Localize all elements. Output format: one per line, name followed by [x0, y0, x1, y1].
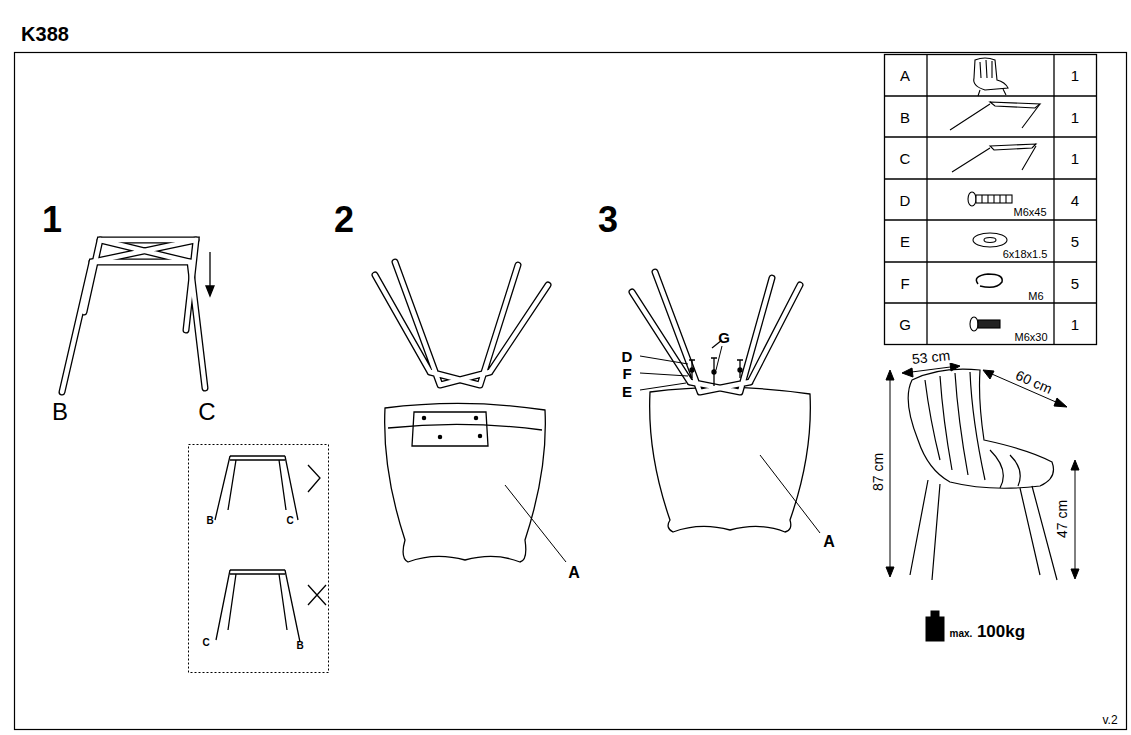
step-number: 2 — [334, 202, 354, 238]
table-cell: A — [900, 68, 910, 83]
part-letter: F — [622, 366, 631, 381]
table-cell: D — [900, 192, 911, 207]
step-number: 3 — [598, 202, 618, 238]
table-cell: 6x18x1.5 — [1003, 249, 1048, 260]
dimension: 53 cm — [909, 347, 953, 367]
table-cell: 1 — [1071, 151, 1079, 166]
part-letter: B — [296, 641, 303, 651]
step-number: 1 — [42, 202, 62, 238]
part-letter: B — [206, 516, 213, 526]
table-cell: 5 — [1071, 234, 1079, 249]
part-letter: A — [568, 565, 580, 581]
table-cell: 1 — [1071, 68, 1079, 83]
table-cell: 1 — [1071, 317, 1079, 332]
table-cell: M6x45 — [1013, 207, 1046, 218]
part-letter: A — [823, 534, 835, 550]
dimension: 60 cm — [1012, 366, 1057, 398]
table-cell: G — [899, 317, 911, 332]
table-cell: E — [900, 234, 910, 249]
table-cell: 4 — [1071, 192, 1079, 207]
part-letter: B — [52, 400, 68, 424]
version-note: v.2 — [1102, 714, 1117, 726]
model-title: K388 — [21, 24, 69, 44]
part-letter: G — [718, 330, 730, 345]
table-cell: B — [900, 109, 910, 124]
dimension: 47 cm — [1054, 498, 1070, 540]
table-cell: 1 — [1071, 109, 1079, 124]
part-letter: C — [202, 638, 209, 648]
table-cell: M6 — [1028, 291, 1043, 302]
load-note: max. — [950, 629, 973, 639]
part-letter: C — [198, 400, 215, 424]
part-letter: D — [622, 349, 633, 364]
table-cell: 5 — [1071, 275, 1079, 290]
part-letter: E — [622, 384, 632, 399]
load-note: 100kg — [977, 623, 1025, 640]
dimension: 87 cm — [870, 451, 886, 493]
table-cell: M6x30 — [1014, 332, 1047, 343]
table-cell: F — [900, 275, 909, 290]
table-cell: C — [900, 151, 911, 166]
part-letter: C — [286, 516, 293, 526]
